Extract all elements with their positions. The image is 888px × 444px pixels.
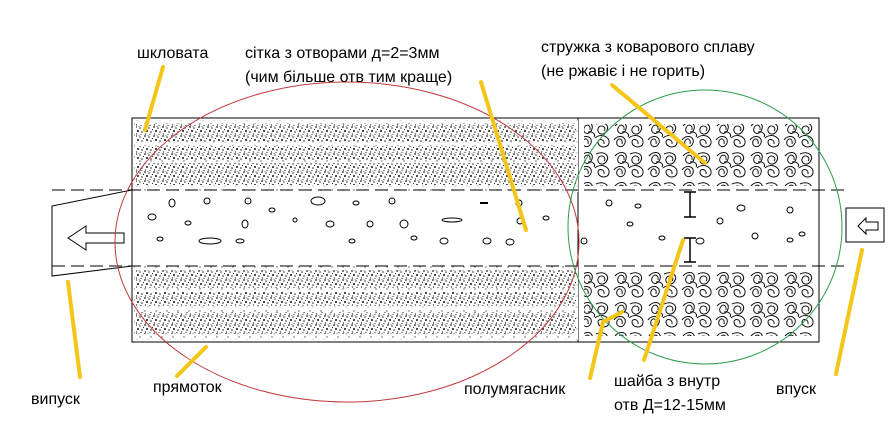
shavings-top [584,124,814,186]
straight-through-section-circle [114,81,580,403]
shavings-bottom [584,272,814,336]
label-washer-line1: шайба з внутр [614,373,720,390]
inlet-arrow-icon [857,216,879,236]
label-flame-arrester: полумягасник [464,381,566,398]
mesh-holes [147,196,806,246]
muffler-body [131,117,820,343]
fiberglass-bottom [134,266,578,340]
label-fiberglass: шкловата [137,45,208,62]
label-straight-through: прямоток [153,379,223,396]
label-mesh-line1: сітка з отворами д=2=3мм [245,45,439,62]
label-inlet: впуск [776,381,817,398]
washer [684,191,696,263]
fiberglass-top [134,120,578,192]
label-outlet: випуск [31,391,81,408]
outlet-arrow-icon [67,225,125,251]
label-washer-line2: отв Д=12-15мм [614,397,726,414]
outlet-pipe [51,189,133,277]
inlet-pipe [845,207,885,243]
label-mesh-line2: (чим більше отв тим краще) [245,69,452,86]
flame-arrester-section-circle [567,89,843,365]
label-shavings-line1: стружка з коварового сплаву [541,39,755,56]
label-shavings-line2: (не ржавіє і не горить) [541,63,705,80]
leader-lines [66,65,864,380]
perforated-tube [52,189,848,267]
